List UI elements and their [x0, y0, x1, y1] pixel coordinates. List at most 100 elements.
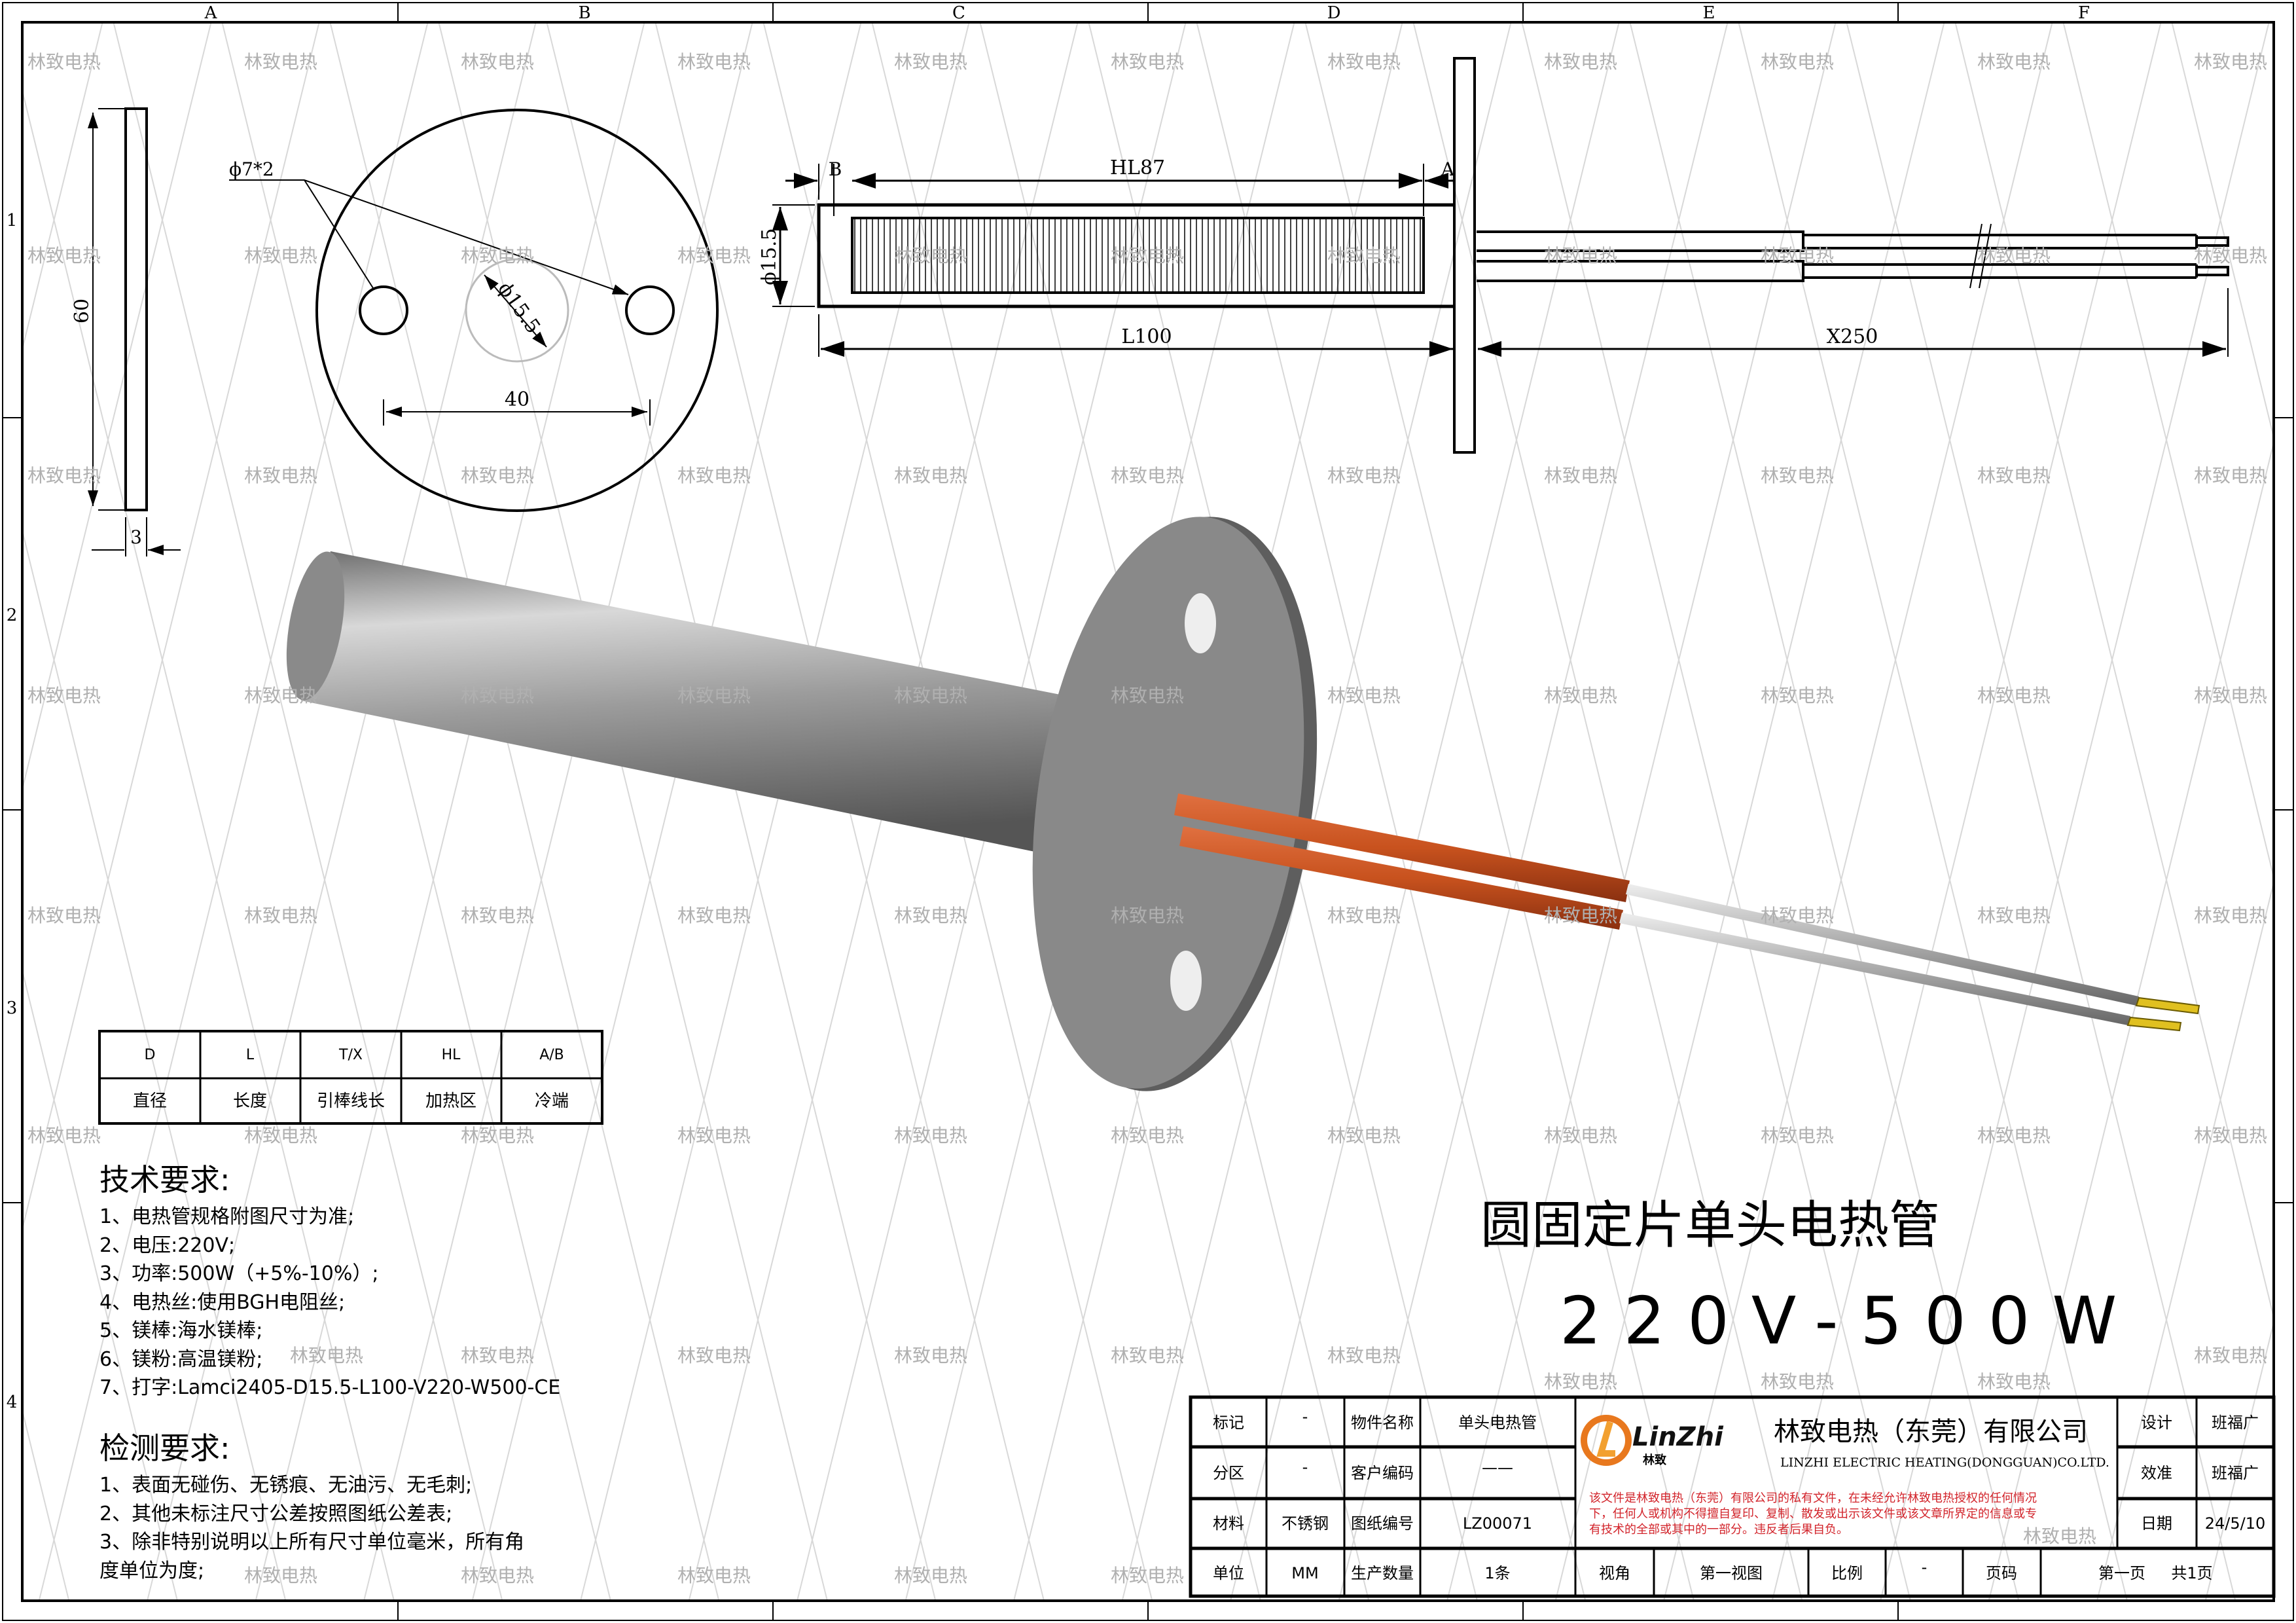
watermark-text: 林致电热: [27, 465, 101, 486]
unit-value: MM: [1291, 1564, 1318, 1582]
watermark-text: 林致电热: [677, 51, 751, 73]
watermark-text: 林致电热: [244, 245, 317, 266]
watermark-text: 林致电热: [1977, 465, 2051, 486]
grid-dividers: [3, 3, 2293, 1620]
hole-spacing-dim: 40: [505, 388, 529, 411]
watermark-text: 林致电热: [1977, 245, 2051, 266]
watermark-text: 林致电热: [1761, 905, 1834, 926]
grid-col-f: F: [2078, 3, 2090, 23]
inspection-requirements: 检测要求: 1、表面无碰伤、无锈痕、无油污、无毛刺; 2、其他未标注尺寸公差按照…: [99, 1431, 524, 1582]
material-value: 不锈钢: [1282, 1514, 1329, 1533]
tube-section-view: B HL87 A ϕ15.5 L100 X250: [758, 57, 2229, 454]
dim-dia: ϕ15.5: [758, 228, 781, 285]
title-block: 标记 - 物件名称 单头电热管 分区 - 客户编码 —— 材料 不锈钢 图纸编号…: [1189, 1395, 2276, 1598]
watermark-text: 林致电热: [244, 685, 317, 706]
drawing-no-label: 图纸编号: [1351, 1514, 1414, 1533]
watermark-text: 林致电热: [677, 905, 751, 926]
watermark-text: 林致电热: [1111, 685, 1184, 706]
logo-text: LinZhi: [1632, 1422, 1724, 1452]
watermark-text: 林致电热: [1761, 1125, 1834, 1146]
tech-item: 1、电热管规格附图尺寸为准;: [99, 1205, 354, 1228]
watermark-text: 林致电热: [1327, 685, 1401, 706]
design-value: 班福广: [2212, 1413, 2259, 1432]
grid-col-b: B: [578, 3, 590, 23]
watermark-text: 林致电热: [27, 245, 101, 266]
watermark-text: 林致电热: [1761, 465, 1834, 486]
watermark-text: 林致电热: [461, 905, 534, 926]
inspect-item: 2、其他未标注尺寸公差按照图纸公差表;: [99, 1503, 452, 1525]
customer-code-value: ——: [1482, 1459, 1513, 1477]
watermark-text: 林致电热: [677, 1345, 751, 1366]
watermark-text: 林致电热: [1977, 685, 2051, 706]
tech-item: 6、镁粉:高温镁粉;: [99, 1348, 262, 1371]
grid-col-c: C: [952, 3, 965, 23]
table-label-hl: 加热区: [425, 1091, 476, 1111]
grid-col-a: A: [204, 3, 218, 23]
watermark-text: 林致电热: [677, 245, 751, 266]
inspect-item: 3、除非特别说明以上所有尺寸单位毫米，所有角: [99, 1531, 524, 1554]
inspect-title: 检测要求:: [99, 1431, 230, 1466]
hole-label: ϕ7*2: [229, 158, 274, 180]
watermark-text: 林致电热: [894, 905, 967, 926]
dim-b: B: [829, 158, 842, 180]
watermark-text: 林致电热: [1544, 905, 1617, 926]
watermark-text: 林致电热: [27, 905, 101, 926]
watermark-text: 林致电热: [894, 1565, 967, 1586]
watermark-text: 林致电热: [2194, 905, 2267, 926]
watermark-text: 林致电热: [894, 245, 967, 266]
plate-thickness-dim: 3: [130, 526, 142, 548]
notice-line: 下，任何人或机构不得擅自复印、复制、散发或出示该文件或该文章所界定的信息或专: [1589, 1507, 2037, 1521]
watermark-text: 林致电热: [1544, 245, 1617, 266]
watermark-text: 林致电热: [27, 685, 101, 706]
watermark-text: 林致电热: [1111, 465, 1184, 486]
tech-item: 2、电压:220V;: [99, 1234, 235, 1257]
material-label: 材料: [1213, 1514, 1244, 1533]
watermark-text: 林致电热: [27, 51, 101, 73]
company-name-en: LINZHI ELECTRIC HEATING(DONGGUAN)CO.LTD.: [1780, 1455, 2109, 1470]
watermark-text: 林致电热: [461, 245, 534, 266]
table-header-l: L: [246, 1047, 255, 1063]
dim-x: X250: [1827, 325, 1878, 348]
watermark-text: 林致电热: [461, 1565, 534, 1586]
watermark-text: 林致电热: [1761, 245, 1834, 266]
watermark-text: 林致电热: [1327, 905, 1401, 926]
watermark-text: 林致电热: [677, 465, 751, 486]
watermark-text: 林致电热: [1544, 51, 1617, 73]
dim-hl: HL87: [1110, 156, 1165, 179]
tech-item: 4、电热丝:使用BGH电阻丝;: [99, 1291, 345, 1314]
date-label: 日期: [2141, 1514, 2172, 1533]
qty-value: 1条: [1484, 1564, 1510, 1582]
notice-line: 该文件是林致电热（东莞）有限公司的私有文件，在未经允许林致电热授权的任何情况: [1589, 1491, 2037, 1505]
watermark-text: 林致电热: [2194, 245, 2267, 266]
table-header-tx: T/X: [338, 1047, 363, 1063]
watermark-text: 林致电热: [1111, 905, 1184, 926]
table-header-d: D: [145, 1047, 156, 1063]
table-header-hl: HL: [442, 1047, 461, 1063]
part-name-value: 单头电热管: [1458, 1413, 1537, 1432]
design-label: 设计: [2141, 1413, 2172, 1432]
logo-sub: 林致: [1643, 1453, 1667, 1467]
unit-label: 单位: [1213, 1564, 1244, 1582]
watermark-text: 林致电热: [244, 1565, 317, 1586]
watermark-text: 林致电热: [1111, 1345, 1184, 1366]
watermark-text: 林致电热: [1327, 1345, 1401, 1366]
watermark-text: 林致电热: [27, 1125, 101, 1146]
watermark-text: 林致电热: [677, 1125, 751, 1146]
watermark-text: 林致电热: [461, 465, 534, 486]
watermark-text: 林致电热: [894, 1125, 967, 1146]
watermark-text: 林致电热: [1977, 51, 2051, 73]
inspect-item: 度单位为度;: [99, 1559, 204, 1582]
table-label-ab: 冷端: [535, 1091, 569, 1111]
view-label: 视角: [1599, 1564, 1630, 1582]
watermark-text: 林致电热: [1761, 685, 1834, 706]
dim-l: L100: [1121, 325, 1172, 348]
heater-3d-render: [286, 517, 2200, 1091]
page-label: 页码: [1986, 1564, 2017, 1582]
watermark-text: 林致电热: [2194, 1125, 2267, 1146]
watermark-text: 林致电热: [2194, 1345, 2267, 1366]
inspect-item: 1、表面无碰伤、无锈痕、无油污、无毛刺;: [99, 1474, 472, 1497]
watermark-text: 林致电热: [894, 685, 967, 706]
scale-label: 比例: [1831, 1564, 1863, 1582]
watermark-text: 林致电热: [1544, 1371, 1617, 1393]
grid-row-3: 3: [7, 998, 18, 1018]
